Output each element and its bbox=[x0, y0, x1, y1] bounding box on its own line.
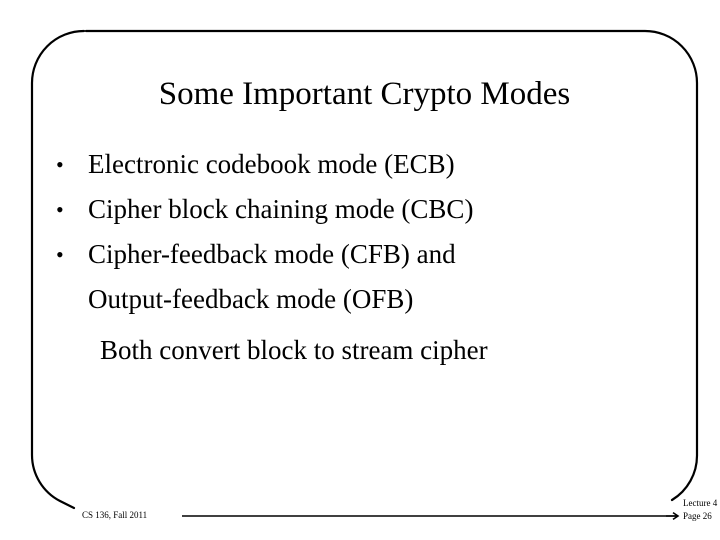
footer-course-label: CS 136, Fall 2011 bbox=[82, 510, 148, 520]
bullet-dot-icon: • bbox=[56, 152, 64, 177]
bullet-dot-icon: • bbox=[56, 197, 64, 222]
list-item-label-continuation: Output-feedback mode (OFB) bbox=[88, 284, 414, 314]
footer-page-label: Page 26 bbox=[683, 511, 712, 521]
list-item-label: Electronic codebook mode (ECB) bbox=[88, 149, 455, 179]
bullet-list: • Electronic codebook mode (ECB) • Ciphe… bbox=[56, 142, 676, 373]
list-item: • Electronic codebook mode (ECB) bbox=[56, 142, 676, 187]
footer-divider-arrow bbox=[182, 515, 678, 517]
list-item: • Cipher block chaining mode (CBC) bbox=[56, 187, 676, 232]
footer-meta: Lecture 4 Page 26 bbox=[683, 497, 717, 523]
page-title: Some Important Crypto Modes bbox=[158, 76, 571, 112]
note-line: Both convert block to stream cipher bbox=[100, 335, 488, 365]
bullet-dot-icon: • bbox=[56, 242, 64, 267]
list-item-label: Cipher-feedback mode (CFB) and bbox=[88, 239, 456, 269]
footer-arrowhead-icon bbox=[666, 511, 680, 521]
list-item: • Cipher-feedback mode (CFB) and bbox=[56, 232, 676, 277]
footer-lecture-label: Lecture 4 bbox=[683, 498, 718, 508]
list-item-label: Cipher block chaining mode (CBC) bbox=[88, 194, 474, 224]
